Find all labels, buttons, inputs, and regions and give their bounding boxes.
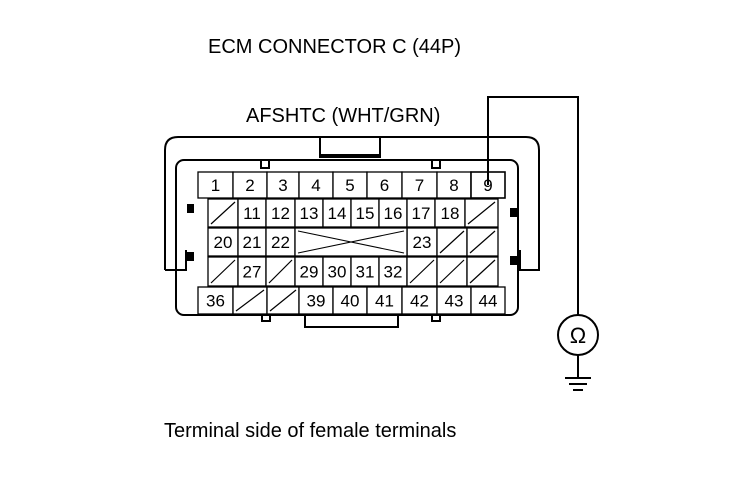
terminal-15: 15 (350, 198, 380, 228)
terminal-40: 40 (332, 286, 368, 315)
connector-housing (164, 136, 540, 328)
blank-cavity (436, 256, 468, 287)
terminal-41: 41 (366, 286, 403, 315)
blank-cavity (266, 286, 300, 315)
blank-cavity (466, 227, 499, 257)
terminal-6: 6 (366, 171, 403, 199)
blank-cavity (265, 256, 296, 287)
terminal-36: 36 (197, 286, 234, 315)
terminal-number: 22 (271, 233, 290, 252)
terminal-number: 29 (300, 263, 319, 282)
terminal-number: 21 (243, 233, 262, 252)
wire-label: AFSHTC (WHT/GRN) (246, 105, 441, 127)
terminal-14: 14 (322, 198, 352, 228)
terminal-number: 44 (479, 292, 498, 311)
terminal-number: 20 (214, 233, 233, 252)
terminal-1: 1 (197, 171, 234, 199)
terminal-17: 17 (406, 198, 436, 228)
unused-terminal-block (294, 227, 408, 257)
terminal-number: 31 (356, 263, 375, 282)
terminal-43: 43 (436, 286, 472, 315)
terminal-number: 32 (384, 263, 403, 282)
terminal-2: 2 (232, 171, 268, 199)
ground-icon (565, 377, 591, 391)
terminal-12: 12 (265, 198, 296, 228)
terminal-number: 13 (300, 204, 319, 223)
terminal-23: 23 (406, 227, 438, 257)
blank-cavity (464, 198, 499, 228)
terminal-number: 23 (413, 233, 432, 252)
terminal-number: 39 (307, 292, 326, 311)
terminal-number: 42 (410, 292, 429, 311)
blank-cavity (232, 286, 268, 315)
terminal-8: 8 (436, 171, 472, 199)
terminal-7: 7 (401, 171, 438, 199)
terminal-18: 18 (434, 198, 466, 228)
blank-cavity (207, 256, 239, 287)
terminal-30: 30 (322, 256, 352, 287)
terminal-number: 27 (243, 263, 262, 282)
terminal-number: 8 (449, 176, 458, 195)
terminal-number: 2 (245, 176, 254, 195)
terminal-20: 20 (207, 227, 239, 257)
terminal-number: 30 (328, 263, 347, 282)
terminal-number: 3 (278, 176, 287, 195)
ohmmeter: Ω (557, 314, 599, 356)
terminal-number: 36 (206, 292, 225, 311)
terminal-number: 9 (483, 176, 492, 195)
terminal-21: 21 (237, 227, 267, 257)
terminal-29: 29 (294, 256, 324, 287)
terminal-number: 6 (380, 176, 389, 195)
terminal-number: 15 (356, 204, 375, 223)
terminal-13: 13 (294, 198, 324, 228)
terminal-22: 22 (265, 227, 296, 257)
caption: Terminal side of female terminals (164, 420, 457, 442)
terminal-39: 39 (298, 286, 334, 315)
terminal-number: 43 (445, 292, 464, 311)
terminal-27: 27 (237, 256, 267, 287)
terminal-number: 1 (211, 176, 220, 195)
terminal-number: 40 (341, 292, 360, 311)
probe-wire (487, 96, 579, 378)
housing-keys (187, 204, 517, 265)
blank-cavity (436, 227, 468, 257)
terminal-number: 12 (271, 204, 290, 223)
ohm-symbol: Ω (570, 323, 586, 348)
terminal-number: 4 (311, 176, 320, 195)
terminal-16: 16 (378, 198, 408, 228)
terminal-number: 5 (345, 176, 354, 195)
blank-cavity (466, 256, 499, 287)
terminal-3: 3 (266, 171, 300, 199)
blank-cavity (406, 256, 438, 287)
terminal-number: 11 (243, 204, 261, 223)
terminal-42: 42 (401, 286, 438, 315)
terminal-4: 4 (298, 171, 334, 199)
terminal-44: 44 (470, 286, 506, 315)
blank-cavity (207, 198, 239, 228)
terminal-number: 14 (328, 204, 347, 223)
terminal-5: 5 (332, 171, 368, 199)
terminal-32: 32 (378, 256, 408, 287)
terminal-number: 7 (415, 176, 424, 195)
terminal-31: 31 (350, 256, 380, 287)
diagram-title: ECM CONNECTOR C (44P) (208, 36, 461, 58)
terminal-11: 11 (237, 198, 267, 228)
terminal-number: 17 (412, 204, 431, 223)
terminal-number: 16 (384, 204, 403, 223)
terminal-number: 18 (441, 204, 460, 223)
terminal-number: 41 (375, 292, 394, 311)
